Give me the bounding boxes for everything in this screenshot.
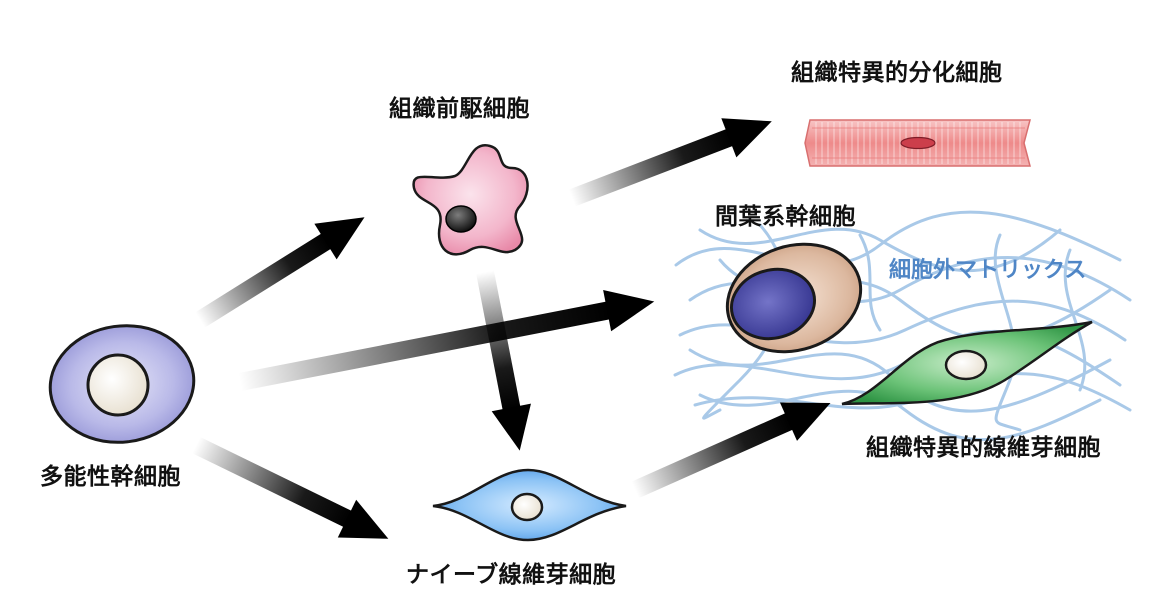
arrow-pluripotent-to-progenitor — [195, 217, 365, 328]
label-extracellular-matrix: 細胞外マトリックス — [889, 258, 1087, 283]
arrow-naive-to-specific-fibroblast — [631, 402, 831, 499]
tissue-progenitor-cell — [412, 144, 529, 256]
tissue-specific-fibroblast — [841, 320, 1093, 406]
label-pluripotent-stem-cell: 多能性幹細胞 — [40, 464, 181, 490]
arrow-pluripotent-to-naive-fibroblast — [192, 436, 389, 539]
tissue-specific-differentiated-cell — [804, 119, 1031, 167]
label-naive-fibroblast: ナイーブ線維芽細胞 — [406, 562, 617, 588]
pluripotent-stem-cell — [48, 324, 196, 444]
naive-fibroblast — [432, 468, 627, 542]
label-tissue-progenitor-cell: 組織前駆細胞 — [389, 96, 530, 122]
label-tissue-specific-differentiated-cell: 組織特異的分化細胞 — [791, 60, 1003, 86]
arrow-progenitor-to-differentiated — [568, 118, 772, 207]
mesenchymal-stem-cell — [725, 242, 863, 354]
label-mesenchymal-stem-cell: 間葉系幹細胞 — [715, 204, 856, 230]
arrow-pluripotent-to-mesenchymal — [238, 290, 655, 391]
label-tissue-specific-fibroblast: 組織特異的線維芽細胞 — [866, 435, 1101, 461]
arrow-progenitor-to-naive-fibroblast — [476, 270, 531, 451]
